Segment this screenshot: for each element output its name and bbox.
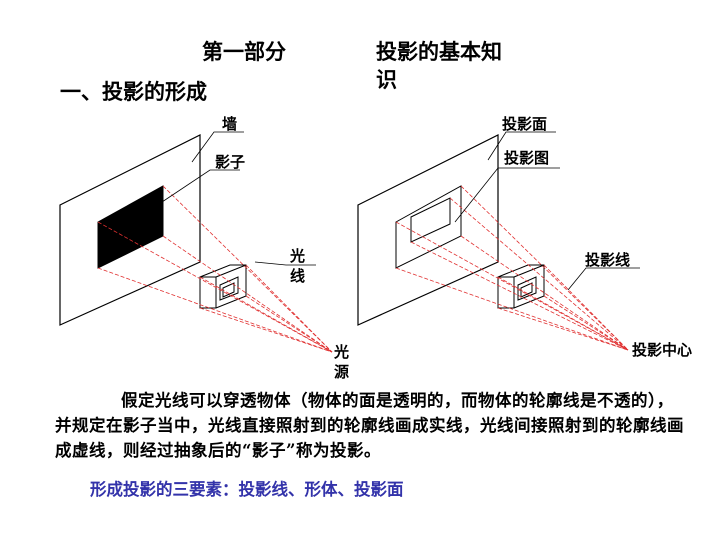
section-heading: 一、投影的形成 — [60, 79, 207, 104]
shadow-label: 影子 — [215, 153, 246, 171]
projection-inner — [410, 197, 451, 243]
projection-plane-label: 投影面 — [502, 115, 548, 133]
projection-center-label: 投影中心 — [632, 341, 693, 359]
object-box-right — [497, 264, 545, 309]
projection-view-label: 投影图 — [504, 149, 550, 167]
title-topic: 投影的基本知识 — [376, 39, 502, 92]
title-part: 第一部分 — [202, 39, 286, 64]
shadow-shape — [97, 185, 164, 269]
object-box — [199, 264, 247, 309]
light-ray-label: 光线 — [290, 247, 306, 285]
right-diagram — [357, 131, 640, 351]
projection-rays — [395, 185, 629, 351]
projection-line-label: 投影线 — [585, 251, 631, 269]
light-rays — [97, 185, 333, 353]
wall-plane — [59, 134, 201, 326]
explanation-paragraph: 假定光线可以穿透物体（物体的面是透明的，而物体的轮廓线是不透的），并规定在影子当… — [55, 391, 684, 460]
wall-label: 墙 — [222, 115, 238, 133]
left-leader-lines — [149, 131, 316, 266]
projection-plane-shape — [357, 134, 499, 326]
left-diagram — [59, 131, 333, 353]
light-source-label: 光源 — [334, 343, 350, 381]
right-leader-lines — [454, 131, 640, 291]
projection-outer — [395, 185, 462, 269]
three-elements-summary: 形成投影的三要素：投影线、形体、投影面 — [90, 480, 404, 499]
